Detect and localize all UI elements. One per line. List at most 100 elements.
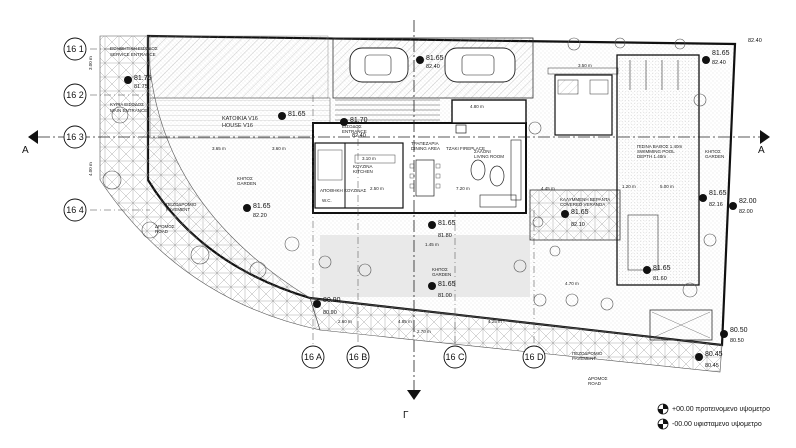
- section-arrow-gamma: Γ: [403, 390, 421, 421]
- svg-text:4.80 m: 4.80 m: [470, 104, 484, 109]
- grid-row-1: 16 1: [66, 44, 84, 54]
- section-arrow-right: A: [758, 130, 770, 156]
- level-marker: 80.45 80.45: [695, 351, 723, 369]
- grid-row-bubble: 16 1: [63, 37, 87, 61]
- svg-text:4.85 m: 4.85 m: [398, 319, 412, 324]
- svg-text:2.70 m: 2.70 m: [417, 329, 431, 334]
- level-marker: 81.65 81.80: [428, 220, 456, 239]
- svg-text:2.60 m: 2.60 m: [338, 319, 352, 324]
- svg-text:3.50 m: 3.50 m: [578, 63, 592, 68]
- level-marker: 80.50 80.50: [720, 327, 748, 344]
- grid-row-2: 16 2: [66, 90, 84, 100]
- svg-text:81.75: 81.75: [134, 75, 152, 82]
- svg-text:81.00: 81.00: [438, 293, 452, 299]
- label-road2-gr: ΔΡΟΜΟΣ: [588, 376, 608, 381]
- dimension-labels: 3.65 m 3.60 m 3.10 m 2.50 m 7.20 m 4.45 …: [88, 56, 674, 334]
- svg-text:82.20: 82.20: [253, 213, 267, 219]
- label-pavement2-en: PAVEMENT: [572, 356, 596, 361]
- grid-col-d: 16 D: [524, 352, 544, 362]
- level-marker: 82.00 82.00: [729, 198, 757, 215]
- label-dining-gr: ΤΡΑΠΕΖΑΡΙΑ: [411, 141, 439, 146]
- svg-text:80.50: 80.50: [730, 338, 744, 344]
- level-marker: 81.65: [278, 111, 306, 120]
- svg-text:81.65: 81.65: [709, 190, 727, 197]
- svg-text:3.60 m: 3.60 m: [272, 146, 286, 151]
- svg-text:81.75: 81.75: [134, 84, 148, 90]
- svg-text:81.70: 81.70: [350, 117, 368, 124]
- level-marker: 81.65 82.40: [702, 50, 730, 66]
- svg-text:81.65: 81.65: [571, 209, 589, 216]
- svg-text:81.65: 81.65: [712, 50, 730, 57]
- grid-col-b: 16 B: [349, 352, 368, 362]
- section-arrow-left: A: [22, 130, 38, 156]
- pavement-bottom: [309, 297, 723, 373]
- svg-text:82.00: 82.00: [739, 198, 757, 205]
- label-road1-gr: ΔΡΟΜΟΣ: [155, 224, 175, 229]
- legend-proposed: +00.00 προτεινομενο υψομετρο: [672, 406, 770, 413]
- svg-text:80.45: 80.45: [705, 363, 719, 369]
- label-living-gr: ΣΑΛΟΝΙ: [474, 149, 491, 154]
- label-road2-en: ROAD: [588, 381, 602, 386]
- grid-col-c: 16 C: [445, 352, 465, 362]
- car-icon: [349, 47, 409, 83]
- house-outline: [312, 122, 527, 214]
- svg-text:81.80: 81.80: [438, 233, 452, 239]
- svg-text:3.00 m: 3.00 m: [88, 56, 93, 70]
- svg-text:4.00 m: 4.00 m: [88, 162, 93, 176]
- svg-text:80.45: 80.45: [705, 351, 723, 358]
- svg-text:5.00 m: 5.00 m: [660, 184, 674, 189]
- label-garden3-en: GARDEN: [705, 154, 724, 159]
- svg-text:82.16: 82.16: [709, 202, 723, 208]
- label-side-1: ΒΟΗΘΗΤΙΚΗ ΕΙΣΟΔΟΣ: [110, 46, 158, 51]
- svg-text:81.65: 81.65: [438, 281, 456, 288]
- level-marker: 81.65 81.60: [643, 265, 671, 282]
- label-entrance-en: ENTRANCE: [342, 129, 367, 134]
- walkway: [149, 97, 331, 139]
- svg-text:A: A: [758, 145, 765, 156]
- label-wc: W.C.: [322, 198, 332, 203]
- grid-col-bubble: 16 D: [522, 345, 546, 369]
- svg-text:81.60: 81.60: [653, 276, 667, 282]
- level-marker: 81.65 81.00: [428, 281, 456, 299]
- svg-text:4.45 m: 4.45 m: [541, 186, 555, 191]
- label-garden1-en: GARDEN: [237, 181, 256, 186]
- grid-col-bubble: 16 A: [301, 345, 325, 369]
- svg-text:4.70 m: 4.70 m: [565, 281, 579, 286]
- level-marker: 81.70 82.40: [340, 117, 368, 139]
- grid-row-bubble: 16 2: [63, 83, 87, 107]
- svg-text:82.00: 82.00: [739, 209, 753, 215]
- covered-veranda: [529, 189, 621, 241]
- label-veranda-gr: ΚΑΛΥΜΜΕΝΗ ΒΕΡΑΝΤΑ: [560, 197, 610, 202]
- legend: +00.00 προτεινομενο υψομετρο -00.00 υφισ…: [657, 403, 770, 430]
- svg-text:1.45 m: 1.45 m: [425, 242, 439, 247]
- label-pavement1-gr: ΠΕΖΟΔΡΟΜΙΟ: [166, 202, 197, 207]
- entrance-steps: [335, 99, 440, 121]
- label-kitchen-en: KITCHEN: [353, 169, 373, 174]
- label-side-3: ΚΥΡΙΑ ΕΙΣΟΔΟΣ: [110, 102, 144, 107]
- label-veranda-en: COVERED VERANDA: [560, 202, 605, 207]
- svg-text:80.50: 80.50: [730, 327, 748, 334]
- level-marker: 81.65 82.40: [416, 55, 444, 70]
- legend-existing: -00.00 υφισταμενο υψομετρο: [672, 421, 762, 428]
- label-kitchen-gr: ΚΟΥΖΙΝΑ: [353, 164, 372, 169]
- grid-row-bubble: 16 3: [63, 125, 87, 149]
- living-furniture: [470, 139, 522, 208]
- svg-text:80.90: 80.90: [323, 297, 341, 304]
- svg-text:81.65: 81.65: [653, 265, 671, 272]
- label-pavement2-gr: ΠΕΖΟΔΡΟΜΙΟ: [572, 351, 603, 356]
- label-house-en: HOUSE V16: [222, 123, 253, 129]
- label-pool-depth: DEPTH 1.40m: [637, 154, 666, 159]
- level-corner: 82.40: [748, 38, 762, 44]
- label-garden3-gr: ΚΗΠΟΣ: [705, 149, 721, 154]
- label-storage: ΑΠΟΘΗΚΗ ΚΟΥΖΙΝΑΣ: [320, 188, 366, 193]
- svg-text:4.25 m: 4.25 m: [488, 319, 502, 324]
- svg-text:82.10: 82.10: [571, 222, 585, 228]
- svg-text:82.40: 82.40: [426, 64, 440, 70]
- level-marker: 81.65 82.10: [561, 209, 589, 228]
- level-marker: 81.75 81.75: [124, 75, 152, 90]
- label-garden1-gr: ΚΗΠΟΣ: [237, 176, 253, 181]
- grid-row-3: 16 3: [66, 132, 84, 142]
- svg-text:3.10 m: 3.10 m: [362, 156, 376, 161]
- label-side-4: MAIN ENTRANCE: [110, 108, 147, 113]
